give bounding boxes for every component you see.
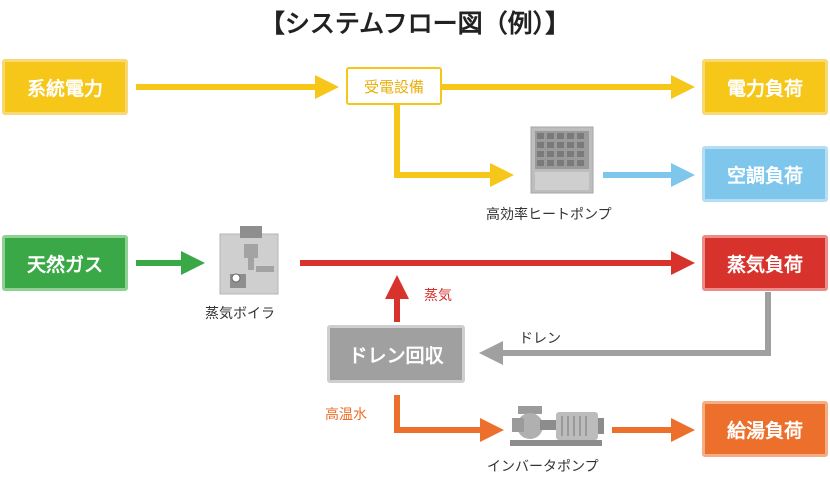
node-substation: 受電設備 — [346, 67, 442, 105]
pump-icon — [510, 406, 604, 446]
arrow-steam-load-to-drain-recovery — [479, 292, 771, 365]
boiler-icon — [219, 226, 279, 295]
node-power-load: 電力負荷 — [702, 59, 828, 115]
heat-pump-icon — [530, 126, 594, 194]
node-drain-recovery: ドレン回収 — [327, 325, 465, 383]
label-inverter-pump: インバータポンプ — [487, 459, 599, 475]
node-steam-load: 蒸気負荷 — [702, 235, 828, 291]
arrow-drain-recovery-to-pump — [394, 395, 504, 442]
node-hot-water-load: 給湯負荷 — [702, 401, 828, 457]
label-drain: ドレン — [519, 331, 561, 347]
node-ac-load: 空調負荷 — [702, 146, 828, 202]
label-hot-water: 高温水 — [325, 407, 367, 423]
label-heat-pump: 高効率ヒートポンプ — [486, 207, 612, 223]
label-boiler: 蒸気ボイラ — [205, 306, 275, 322]
diagram-title: 【システムフロー図（例）】 — [259, 9, 571, 38]
node-grid-power: 系統電力 — [2, 59, 128, 115]
label-steam: 蒸気 — [424, 288, 452, 304]
node-natural-gas: 天然ガス — [2, 235, 128, 291]
arrow-substation-to-heat-pump — [394, 105, 514, 187]
